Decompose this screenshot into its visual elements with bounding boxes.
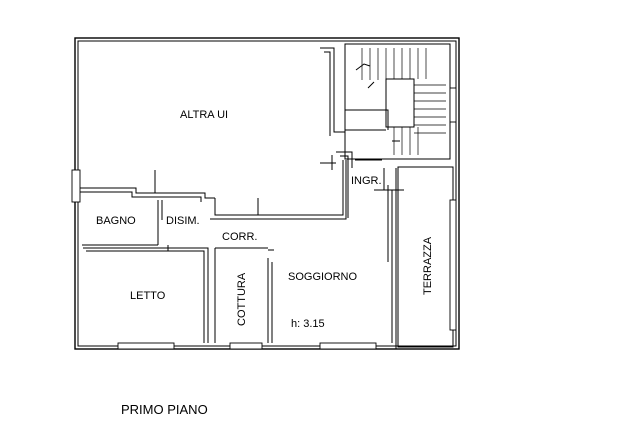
floor-title: PRIMO PIANO xyxy=(121,402,208,417)
windows xyxy=(71,169,457,350)
room-label-ingr: INGR. xyxy=(351,175,382,187)
room-label-letto: LETTO xyxy=(130,290,166,302)
room-label-corr: CORR. xyxy=(222,231,257,243)
outer-walls xyxy=(74,37,460,350)
room-label-bagno: BAGNO xyxy=(96,215,136,227)
room-label-disim: DISIM. xyxy=(166,215,200,227)
internal-walls xyxy=(80,47,454,349)
room-label-cottura: COTTURA xyxy=(236,272,248,326)
stair-window xyxy=(449,87,457,123)
room-label-altra-ui: ALTRA UI xyxy=(180,109,228,121)
room-label-terrazza: TERRAZZA xyxy=(422,236,434,295)
room-label-soggiorno: SOGGIORNO xyxy=(288,271,358,283)
staircase xyxy=(344,43,451,160)
ceiling-height-label: h: 3.15 xyxy=(291,318,325,330)
